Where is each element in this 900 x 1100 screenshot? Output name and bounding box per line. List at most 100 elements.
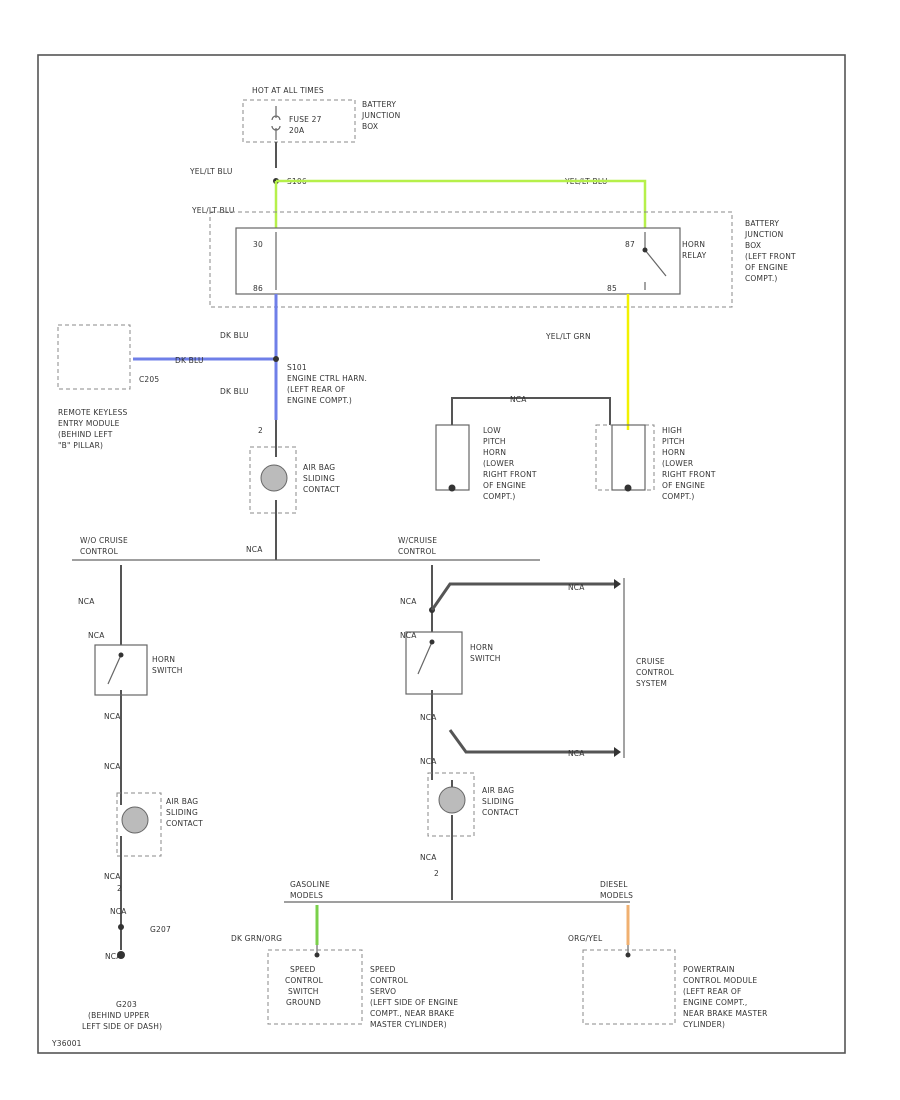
right-contact-label-3: CONTACT xyxy=(482,808,519,817)
splice-s101-label-3: ENGINE COMPT.) xyxy=(287,396,352,405)
rke-label-1: REMOTE KEYLESS xyxy=(58,408,128,417)
wire-yel-blu-relay-label: YEL/LT BLU xyxy=(191,206,235,215)
ground-code-label: G207 xyxy=(150,925,171,934)
cruise-label-1: W/CRUISE xyxy=(398,536,437,545)
relay-box-label-4: (LEFT FRONT xyxy=(745,252,796,261)
pcm-label-1: POWERTRAIN xyxy=(683,965,735,974)
fuse-symbol xyxy=(271,106,281,140)
horn-switch-no-cruise: NCA NCA HORN SWITCH NCA NCA xyxy=(78,565,182,800)
air-bag-sliding-contact-right: NCA AIR BAG SLIDING CONTACT NCA 2 xyxy=(420,757,519,900)
splice-s101-label-2: (LEFT REAR OF xyxy=(287,385,345,394)
remote-keyless-entry-module: C205 REMOTE KEYLESS ENTRY MODULE (BEHIND… xyxy=(57,324,159,450)
speed-control-box-3: SWITCH xyxy=(288,987,319,996)
horn-relay-label-1: HORN xyxy=(682,240,705,249)
terminal-85: 85 xyxy=(607,284,617,293)
pcm-label-3: (LEFT REAR OF xyxy=(683,987,741,996)
speed-control-servo: DK GRN/ORG SPEED CONTROL SWITCH GROUND S… xyxy=(231,905,458,1029)
terminal-87: 87 xyxy=(625,240,635,249)
terminal-2-upper: 2 xyxy=(258,426,263,435)
splice-s101-dot xyxy=(273,356,279,362)
ground-g203-id: G203 xyxy=(116,1000,137,1009)
relay-box-label-5: OF ENGINE xyxy=(745,263,788,272)
diesel-label-2: MODELS xyxy=(600,891,633,900)
high-horn-label-2: PITCH xyxy=(662,437,685,446)
high-horn-label-4: (LOWER xyxy=(662,459,693,468)
left-contact-label-2: SLIDING xyxy=(166,808,198,817)
no-cruise-label-1: W/O CRUISE xyxy=(80,536,128,545)
horn-relay-box: 30 86 87 85 HORN RELAY BATTERY JUNCTION … xyxy=(209,211,796,308)
gasoline-label-1: GASOLINE xyxy=(290,880,330,889)
right-contact-label-2: SLIDING xyxy=(482,797,514,806)
relay-box-label-3: BOX xyxy=(745,241,761,250)
high-pitch-horn: HIGH PITCH HORN (LOWER RIGHT FRONT OF EN… xyxy=(595,424,716,501)
svg-text:NCA: NCA xyxy=(568,749,585,758)
fuse-label: FUSE 27 xyxy=(289,115,322,124)
hot-at-all-times-label: HOT AT ALL TIMES xyxy=(252,86,324,95)
wire-dk-blu-bottom-label: DK BLU xyxy=(220,387,249,396)
svg-text:NCA: NCA xyxy=(420,757,437,766)
svg-text:NCA: NCA xyxy=(420,853,437,862)
low-pitch-horn: NCA LOW PITCH HORN (LOWER RIGHT FRONT OF… xyxy=(435,395,611,501)
terminal-86: 86 xyxy=(253,284,263,293)
high-horn-label-6: OF ENGINE xyxy=(662,481,705,490)
air-bag-sliding-contact-upper: 2 AIR BAG SLIDING CONTACT NCA xyxy=(246,420,340,560)
low-horn-label-2: PITCH xyxy=(483,437,506,446)
svg-text:NCA: NCA xyxy=(110,907,127,916)
pcm-label-6: CYLINDER) xyxy=(683,1020,725,1029)
left-contact-label-3: CONTACT xyxy=(166,819,203,828)
high-horn-label-7: COMPT.) xyxy=(662,492,695,501)
left-contact-label-1: AIR BAG xyxy=(166,797,198,806)
battery-junction-box-top-line-1: BATTERY xyxy=(362,100,396,109)
fuse-27-block: HOT AT ALL TIMES FUSE 27 20A BATTERY JUN… xyxy=(242,86,400,143)
ground-g203-label-1: (BEHIND UPPER xyxy=(88,1011,150,1020)
svg-text:NCA: NCA xyxy=(104,762,121,771)
svg-text:NCA: NCA xyxy=(78,597,95,606)
relay-box-label-2: JUNCTION xyxy=(744,230,783,239)
horn-link-label: NCA xyxy=(510,395,527,404)
splice-s101-label-1: ENGINE CTRL HARN. xyxy=(287,374,367,383)
cruise-upper-lead xyxy=(430,582,614,611)
speed-control-label-2: CONTROL xyxy=(370,976,409,985)
relay-box-label-1: BATTERY xyxy=(745,219,779,228)
low-horn-label-3: HORN xyxy=(483,448,506,457)
svg-text:NCA: NCA xyxy=(420,713,437,722)
low-horn-label-5: RIGHT FRONT xyxy=(483,470,537,479)
rke-label-2: ENTRY MODULE xyxy=(58,419,120,428)
speed-control-label-5: COMPT., NEAR BRAKE xyxy=(370,1009,455,1018)
diagram-frame xyxy=(37,54,846,1054)
wire-org-yel-label: ORG/YEL xyxy=(568,934,603,943)
speed-control-label-6: MASTER CYLINDER) xyxy=(370,1020,447,1029)
battery-junction-box-top-line-2: JUNCTION xyxy=(361,111,400,120)
ground-g203-label-2: LEFT SIDE OF DASH) xyxy=(82,1022,162,1031)
yel-blu-feed-wire xyxy=(274,179,647,228)
wire-dk-blu-mid-label: DK BLU xyxy=(175,356,204,365)
horn-switch-cruise: NCA NCA NCA HORN SWITCH NCA NCA CRUISE C… xyxy=(400,565,674,780)
battery-junction-box-top-line-3: BOX xyxy=(362,122,378,131)
upper-contact-wire-label: NCA xyxy=(246,545,263,554)
terminal-30: 30 xyxy=(253,240,263,249)
diesel-label-1: DIESEL xyxy=(600,880,628,889)
svg-text:NCA: NCA xyxy=(88,631,105,640)
cruise-system-label-1: CRUISE xyxy=(636,657,665,666)
relay-switch xyxy=(644,232,667,290)
cruise-system-label-3: SYSTEM xyxy=(636,679,667,688)
svg-text:NCA: NCA xyxy=(104,872,121,881)
rke-connector-code: C205 xyxy=(139,375,159,384)
wire-yel-blu-left-label: YEL/LT BLU xyxy=(189,167,233,176)
low-horn-label-6: OF ENGINE xyxy=(483,481,526,490)
speed-control-box-1: SPEED xyxy=(290,965,316,974)
footer-code: Y36001 xyxy=(51,1039,82,1048)
left-horn-switch-label-1: HORN xyxy=(152,655,175,664)
speed-control-label-4: (LEFT SIDE OF ENGINE xyxy=(370,998,458,1007)
speed-control-box-4: GROUND xyxy=(286,998,321,1007)
powertrain-control-module: ORG/YEL POWERTRAIN CONTROL MODULE (LEFT … xyxy=(568,905,767,1029)
high-horn-label-1: HIGH xyxy=(662,426,682,435)
low-horn-label-4: (LOWER xyxy=(483,459,514,468)
right-contact-label-1: AIR BAG xyxy=(482,786,514,795)
svg-text:NCA: NCA xyxy=(568,583,585,592)
svg-text:2: 2 xyxy=(117,884,122,893)
no-cruise-label-2: CONTROL xyxy=(80,547,119,556)
splice-s101-id: S101 xyxy=(287,363,307,372)
upper-contact-label-1: AIR BAG xyxy=(303,463,335,472)
